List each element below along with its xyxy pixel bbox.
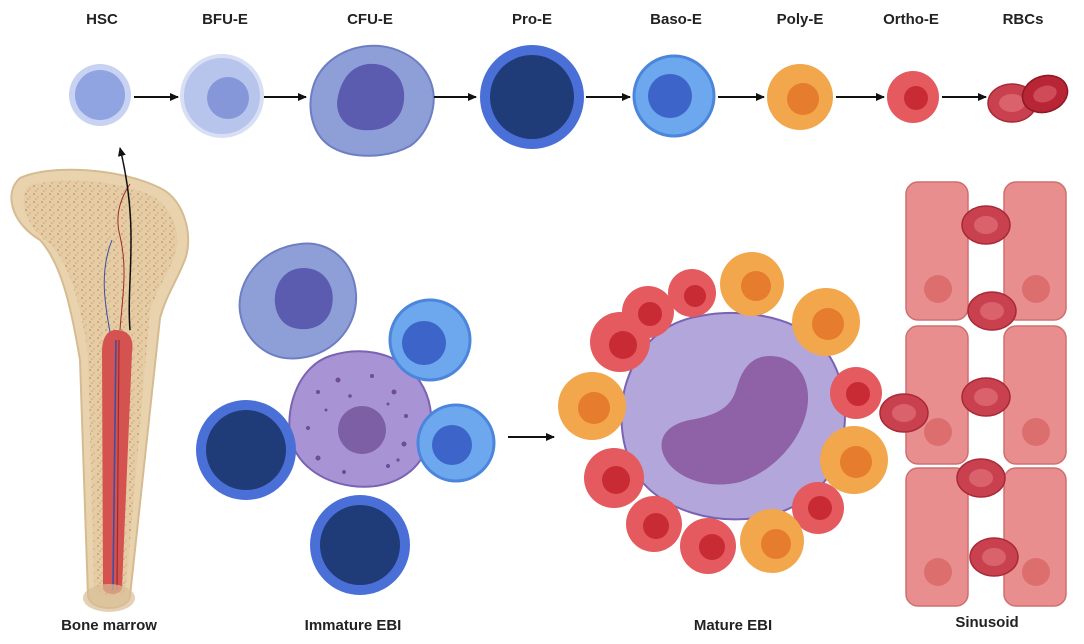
- ortho-e-cell: [887, 71, 939, 123]
- panel-label-mature-ebi: Mature EBI: [693, 617, 773, 634]
- stage-label-cfu-e: CFU-E: [347, 11, 393, 28]
- stage-label-hsc: HSC: [86, 11, 118, 28]
- rbc-cells: [987, 74, 1069, 123]
- stage-label-baso-e: Baso-E: [650, 11, 702, 28]
- hsc-cell: [69, 64, 131, 126]
- stage-label-rbcs: RBCs: [1002, 11, 1044, 28]
- baso-e-cell: [632, 54, 716, 138]
- stage-label-poly-e: Poly-E: [776, 11, 824, 28]
- mature-ebi-ortho-cells: [584, 269, 882, 574]
- sinusoid-rbcs: [879, 205, 1019, 577]
- panel-label-sinusoid: Sinusoid: [955, 614, 1019, 631]
- bfu-e-cell: [180, 54, 264, 138]
- poly-e-cell: [767, 64, 833, 130]
- macrophage-granules: [306, 374, 408, 474]
- pro-e-cell: [480, 45, 584, 149]
- panel-label-immature-ebi: Immature EBI: [304, 617, 402, 634]
- bone-marrow-femur: [10, 147, 190, 612]
- sinusoid-endothelial-cells: [905, 181, 1067, 607]
- immature-ebi: [196, 242, 496, 595]
- mature-ebi-poly-cells: [558, 252, 888, 573]
- stage-label-bfu-e: BFU-E: [202, 11, 248, 28]
- arrow-marrow-to-hsc: [118, 147, 132, 331]
- panel-label-bone-marrow: Bone marrow: [61, 617, 157, 634]
- sinusoid: [879, 181, 1067, 607]
- sinusoid-nuclei: [924, 275, 1050, 586]
- cfu-e-cell: [309, 44, 435, 157]
- stage-label-ortho-e: Ortho-E: [883, 11, 939, 28]
- mature-ebi: [558, 252, 888, 574]
- stage-label-pro-e: Pro-E: [511, 11, 553, 28]
- differentiation-row: [69, 44, 1069, 157]
